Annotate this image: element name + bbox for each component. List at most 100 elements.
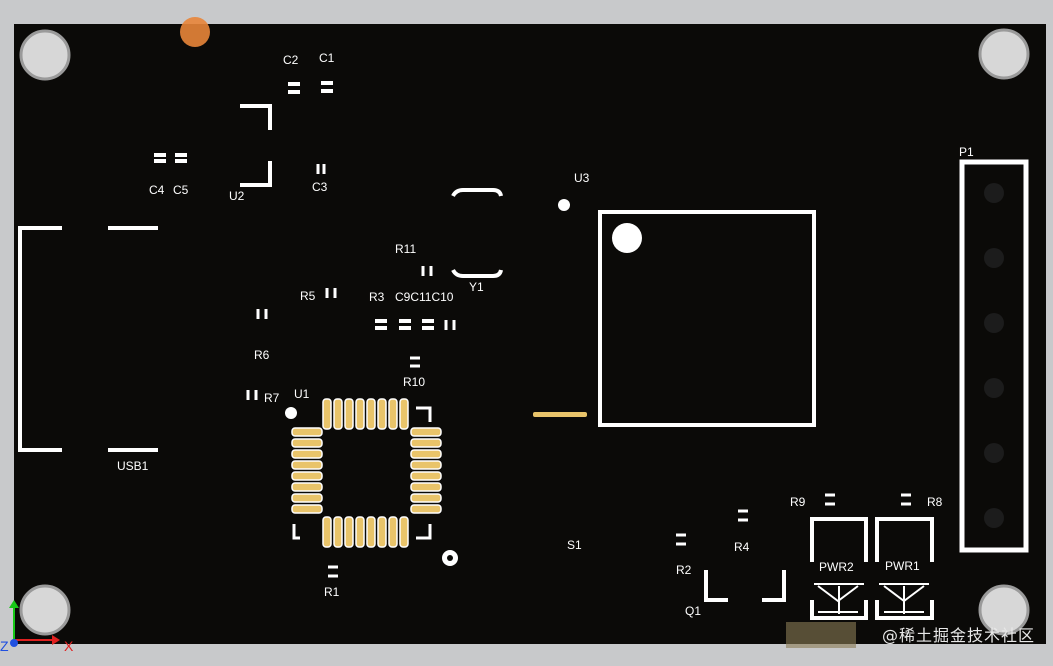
u1-pad-right	[410, 460, 442, 470]
r8-footprint	[901, 493, 911, 506]
u1-pad-left	[291, 493, 323, 503]
label-r6: R6	[254, 348, 270, 362]
watermark-mosaic	[786, 622, 856, 648]
label-p1: P1	[959, 145, 974, 159]
pwr1-diode-symbol	[879, 583, 929, 614]
c2-footprint	[288, 82, 300, 94]
u1-pad-top	[366, 398, 376, 430]
label-y1: Y1	[469, 280, 484, 294]
u3-pin1-marker	[612, 223, 642, 253]
u1-pad-bottom	[322, 516, 332, 548]
u1-pad-top	[333, 398, 343, 430]
label-c9c11c10: C9C11C10	[395, 290, 454, 304]
mount-hole-bottom-left	[19, 584, 71, 636]
u1-pad-left	[291, 449, 323, 459]
u1-pad-top	[388, 398, 398, 430]
label-u1: U1	[294, 387, 310, 401]
u3-gold-pad	[533, 412, 587, 417]
p1-pads	[984, 183, 1004, 528]
s1-via-hole	[447, 555, 453, 561]
u1-pad-top	[344, 398, 354, 430]
r6-footprint	[256, 309, 268, 319]
q1-outline	[704, 570, 786, 602]
u1-pad-right	[410, 504, 442, 514]
u1-pad-right	[410, 438, 442, 448]
u1-pad-left	[291, 460, 323, 470]
u1-pad-top	[377, 398, 387, 430]
mounting-holes	[19, 28, 1030, 636]
label-usb1: USB1	[117, 459, 149, 473]
label-r9: R9	[790, 495, 806, 509]
u1-pin1-dot	[285, 407, 297, 419]
label-r8: R8	[927, 495, 943, 509]
label-r11: R11	[395, 242, 417, 256]
c5-footprint	[175, 153, 187, 163]
u1-pad-bottom	[388, 516, 398, 548]
c3-footprint	[316, 164, 326, 174]
usb1-outline	[18, 226, 158, 452]
label-r10: R10	[403, 375, 426, 389]
u1-pad-left	[291, 427, 323, 437]
c11-footprint	[422, 319, 434, 330]
pwr1-outline	[875, 517, 934, 620]
mount-hole-top-right	[978, 28, 1030, 80]
r1-footprint	[328, 565, 338, 578]
r10-footprint	[410, 356, 420, 368]
u1-pad-bottom	[377, 516, 387, 548]
u1-pad-top	[322, 398, 332, 430]
u1-pad-bottom	[355, 516, 365, 548]
r9-footprint	[825, 493, 835, 506]
u1-pad-left	[291, 482, 323, 492]
y1-outline	[451, 188, 503, 278]
axis-label-x: X	[64, 638, 74, 654]
label-r5: R5	[300, 289, 316, 303]
label-q1: Q1	[685, 604, 702, 618]
u1-pad-bottom	[366, 516, 376, 548]
label-s1: S1	[567, 538, 582, 552]
u1-pad-right	[410, 449, 442, 459]
c9-footprint	[399, 319, 411, 330]
pwr2-outline	[810, 517, 868, 620]
label-pwr1: PWR1	[885, 559, 920, 573]
label-c3: C3	[312, 180, 328, 194]
mount-hole-bottom-right	[978, 584, 1030, 636]
r2-footprint	[676, 533, 686, 546]
label-r7: R7	[264, 391, 280, 405]
r3-footprint	[375, 319, 387, 330]
silkscreen	[18, 81, 1029, 620]
selection-marker[interactable]	[180, 17, 210, 47]
axis-label-z: Z	[0, 638, 9, 654]
u1-pad-right	[410, 493, 442, 503]
u1-pad-left	[291, 438, 323, 448]
r5-footprint	[325, 288, 337, 298]
u1-outline	[292, 406, 432, 540]
c1-footprint	[321, 81, 333, 93]
p1-outline	[959, 159, 1029, 553]
c4-footprint	[154, 153, 166, 163]
u1-pad-left	[291, 504, 323, 514]
c10-footprint	[444, 320, 456, 330]
label-u3: U3	[574, 171, 590, 185]
watermark: @稀土掘金技术社区	[881, 626, 1035, 645]
u1-pad-right	[410, 471, 442, 481]
pcb-board[interactable]	[14, 24, 1046, 644]
label-r2: R2	[676, 563, 692, 577]
u1-pad-bottom	[333, 516, 343, 548]
pwr2-diode-symbol	[814, 583, 864, 614]
u1-pad-top	[355, 398, 365, 430]
r7-footprint	[246, 390, 258, 400]
u1-pad-left	[291, 471, 323, 481]
label-c2: C2	[283, 53, 299, 67]
u1-pads	[291, 398, 442, 548]
u3-pin1-dot	[558, 199, 570, 211]
label-r4: R4	[734, 540, 750, 554]
u1-pad-bottom	[399, 516, 409, 548]
label-pwr2: PWR2	[819, 560, 854, 574]
axis-triad	[9, 600, 60, 647]
u3-outline	[598, 210, 816, 427]
mount-hole-top-left	[19, 29, 71, 81]
label-c4: C4	[149, 183, 165, 197]
label-r1: R1	[324, 585, 340, 599]
u1-pad-right	[410, 482, 442, 492]
